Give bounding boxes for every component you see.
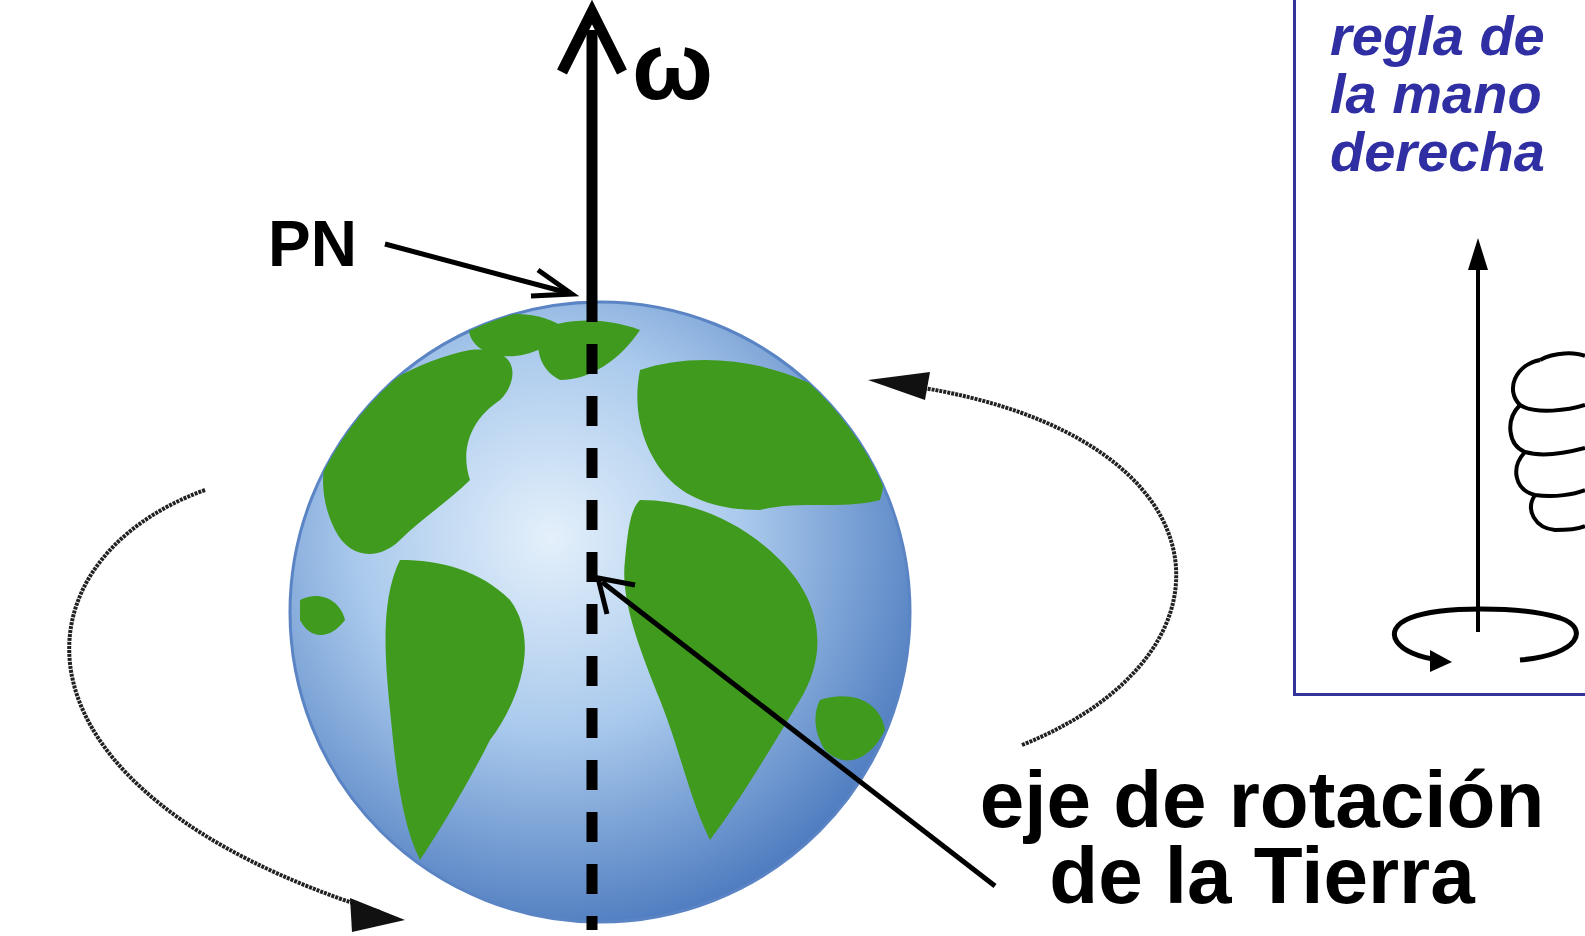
leader-arrowhead	[598, 578, 635, 614]
leader-arrowhead	[531, 270, 572, 296]
right-hand-rule-illustration	[1394, 238, 1585, 672]
omega-vector	[587, 30, 598, 292]
rule-box: regla de la mano derecha	[1293, 0, 1585, 696]
leader-line	[602, 582, 995, 886]
rotation-arrowhead	[350, 898, 405, 932]
rotation-axis-dashed	[587, 292, 598, 930]
rotation-arrowhead	[868, 372, 930, 400]
globe	[290, 302, 910, 922]
omega-symbol: ω	[632, 18, 772, 114]
omega-arrowhead	[562, 12, 622, 72]
leader-line	[385, 244, 565, 292]
axis-label: eje de rotación de la Tierra	[962, 762, 1562, 914]
rule-title: regla de la mano derecha	[1330, 7, 1562, 181]
pole-label: PN	[268, 208, 388, 280]
rotation-arc	[880, 382, 1176, 745]
